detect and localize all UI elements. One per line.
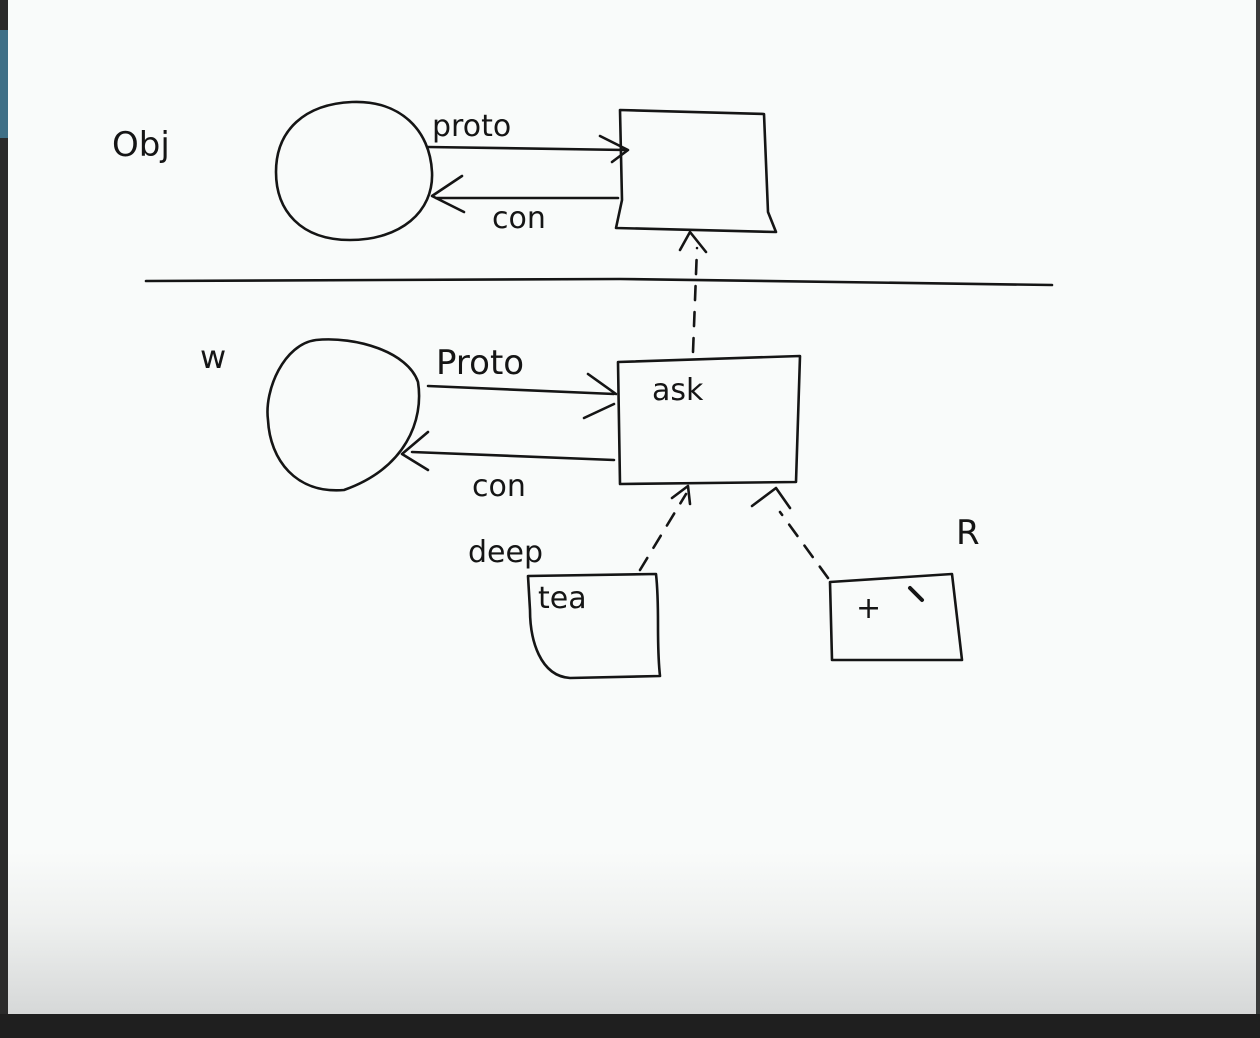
window-edge-left-lower	[0, 138, 8, 1014]
pen-stroke-mark	[908, 586, 924, 602]
r-label: R	[956, 513, 980, 553]
tea-label: tea	[538, 581, 587, 616]
dashed-link-arrowhead	[678, 230, 708, 254]
w-circle	[266, 338, 421, 492]
window-accent-strip	[0, 30, 8, 138]
plus-label: +	[856, 591, 881, 626]
bottom-bar	[0, 1014, 1260, 1038]
dashed-link-plus-to-ask	[778, 510, 830, 580]
plus-link-arrowhead	[750, 486, 792, 510]
window-edge-left	[0, 0, 8, 30]
proto-arrow-mid	[426, 372, 618, 420]
w-label: w	[200, 338, 226, 376]
ask-label: ask	[652, 373, 704, 408]
deep-label: deep	[468, 535, 543, 570]
ask-box	[616, 354, 802, 486]
con-label-mid: con	[472, 469, 526, 504]
proto-label-mid: Proto	[436, 343, 524, 383]
obj-prototype-box	[614, 108, 778, 234]
dashed-link-tea-to-ask	[638, 492, 688, 572]
obj-circle	[274, 100, 434, 242]
proto-arrow-top	[426, 134, 630, 164]
con-arrow-mid	[400, 430, 616, 472]
obj-label: Obj	[112, 125, 170, 165]
window-edge-right	[1256, 0, 1260, 1014]
section-divider	[144, 277, 1054, 287]
tea-box	[526, 572, 662, 680]
con-label-top: con	[492, 201, 546, 236]
dashed-link-ask-to-obj	[691, 246, 699, 354]
tea-link-arrowhead	[670, 484, 692, 506]
plus-box	[828, 572, 964, 662]
con-arrow-top	[430, 174, 620, 214]
whiteboard	[8, 0, 1256, 1014]
proto-label-top: proto	[432, 109, 511, 144]
